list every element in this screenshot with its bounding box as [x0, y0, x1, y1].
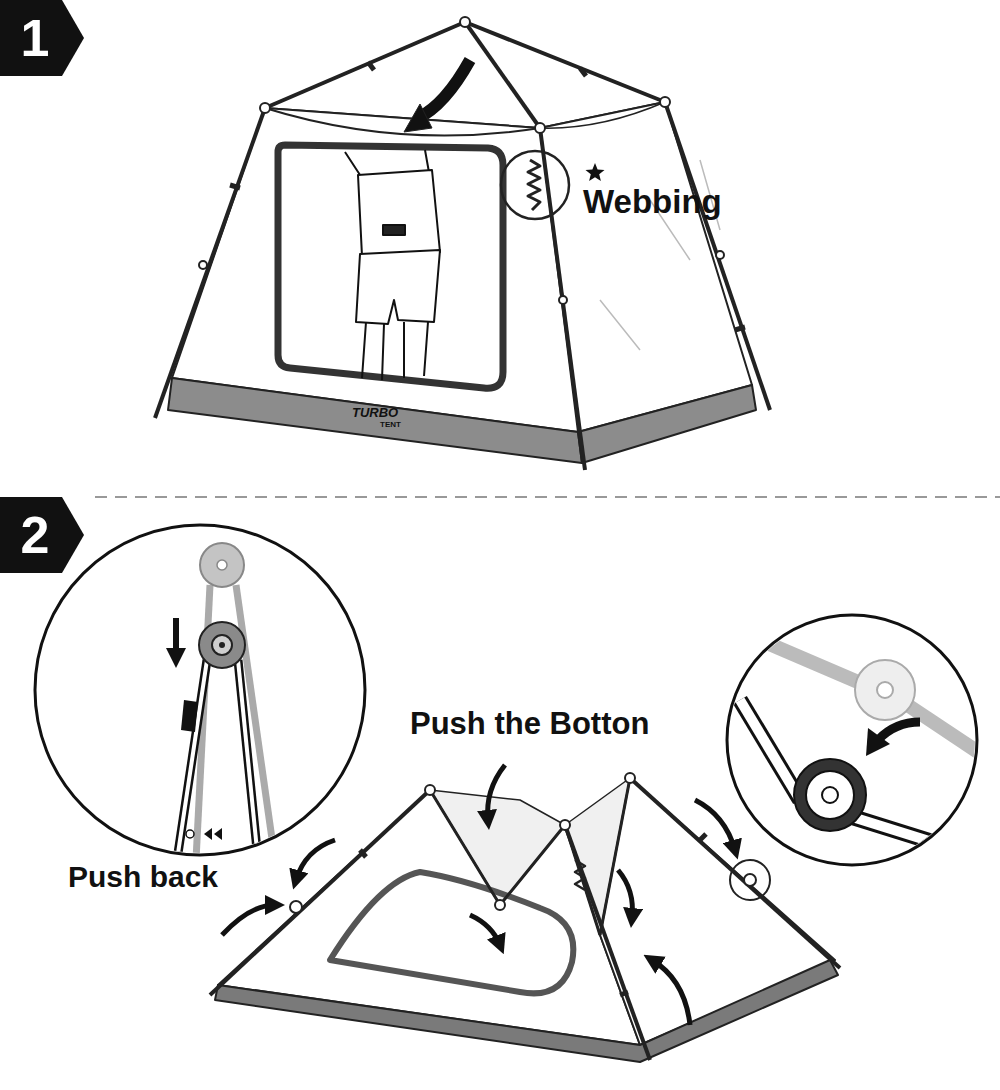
separator — [95, 496, 1000, 498]
callout-label: Push the Botton — [410, 708, 649, 739]
star-symbol — [586, 163, 605, 181]
badge-arrow — [0, 497, 84, 573]
callout-label: Webbing — [583, 185, 722, 218]
step-number: 2 — [21, 509, 64, 561]
step-badge: 2 — [0, 497, 84, 573]
step-badge: 1 — [0, 0, 84, 76]
step-number: 1 — [21, 12, 64, 64]
hub-detail-inset — [35, 525, 365, 860]
tent-upright — [155, 17, 770, 470]
button-detail-inset — [727, 615, 990, 865]
callout-label: Push back — [68, 862, 218, 892]
badge-arrow — [0, 0, 84, 76]
logo-subtext: TENT — [380, 421, 401, 429]
logo-text: TURBO — [352, 406, 398, 419]
